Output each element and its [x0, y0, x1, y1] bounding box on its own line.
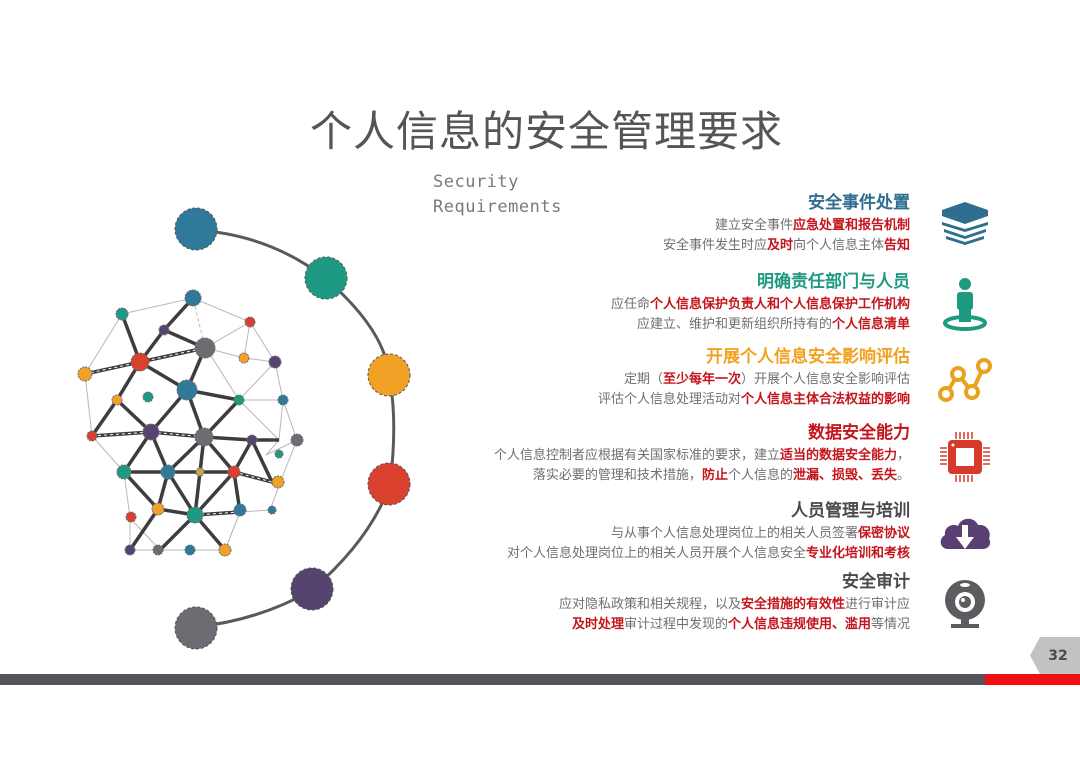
webcam-icon: [945, 580, 985, 628]
section-impact-assessment: 开展个人信息安全影响评估 定期（至少每年一次）开展个人信息安全影响评估 评估个人…: [598, 346, 910, 410]
cloud-download-icon: [940, 518, 991, 549]
section-security-audit: 安全审计 应对隐私政策和相关规程，以及安全措施的有效性进行审计应 及时处理审计过…: [559, 571, 910, 635]
section-line: 应建立、维护和更新组织所持有的个人信息清单: [636, 317, 910, 332]
section-line: 个人信息控制者应根据有关国家标准的要求，建立适当的数据安全能力，: [493, 448, 910, 463]
section-incident-handling: 安全事件处置 建立安全事件应急处置和报告机制 安全事件发生时应及时向个人信息主体…: [663, 192, 910, 256]
section-personnel-training: 人员管理与培训 与从事个人信息处理岗位上的相关人员签署保密协议 对个人信息处理岗…: [507, 500, 910, 564]
section-line: 与从事个人信息处理岗位上的相关人员签署保密协议: [610, 526, 910, 541]
footer-accent-bar: [985, 674, 1080, 685]
stacked-layers-icon: [942, 202, 988, 245]
section-line: 落实必要的管理和技术措施，防止个人信息的泄漏、损毁、丢失。: [532, 468, 910, 483]
section-heading: 安全审计: [842, 572, 910, 592]
section-line: 及时处理审计过程中发现的个人信息违规使用、滥用等情况: [571, 617, 910, 632]
line-graph-nodes-icon: [938, 358, 992, 402]
section-line: 对个人信息处理岗位上的相关人员开展个人信息安全专业化培训和考核: [506, 546, 910, 561]
section-responsible-dept: 明确责任部门与人员 应任命个人信息保护负责人和个人信息保护工作机构 应建立、维护…: [611, 271, 910, 335]
slide-subtitle: Security Requirements: [433, 170, 562, 220]
section-heading: 数据安全能力: [808, 423, 910, 443]
footer-bar: [0, 674, 985, 685]
section-line: 定期（至少每年一次）开展个人信息安全影响评估: [623, 372, 910, 387]
section-line: 评估个人信息处理活动对个人信息主体合法权益的影响: [597, 392, 910, 407]
section-line: 建立安全事件应急处置和报告机制: [714, 218, 910, 233]
subtitle-line-1: Security: [433, 172, 519, 192]
section-data-security: 数据安全能力 个人信息控制者应根据有关国家标准的要求，建立适当的数据安全能力， …: [494, 422, 910, 486]
page-number: 32: [1048, 648, 1068, 664]
section-heading: 人员管理与培训: [791, 501, 910, 521]
section-line: 安全事件发生时应及时向个人信息主体告知: [662, 238, 910, 253]
person-standing-icon: [943, 278, 987, 331]
slide-title: 个人信息的安全管理要求: [310, 107, 784, 156]
page-number-tab: [1030, 637, 1080, 674]
subtitle-line-2: Requirements: [433, 197, 562, 217]
section-heading: 安全事件处置: [808, 193, 910, 213]
section-heading: 明确责任部门与人员: [757, 272, 910, 292]
cpu-chip-icon: [940, 432, 990, 482]
section-line: 应对隐私政策和相关规程，以及安全措施的有效性进行审计应: [558, 597, 910, 612]
network-diagram-illustration: [77, 207, 411, 650]
section-line: 应任命个人信息保护负责人和个人信息保护工作机构: [610, 297, 910, 312]
section-heading: 开展个人信息安全影响评估: [706, 347, 910, 367]
